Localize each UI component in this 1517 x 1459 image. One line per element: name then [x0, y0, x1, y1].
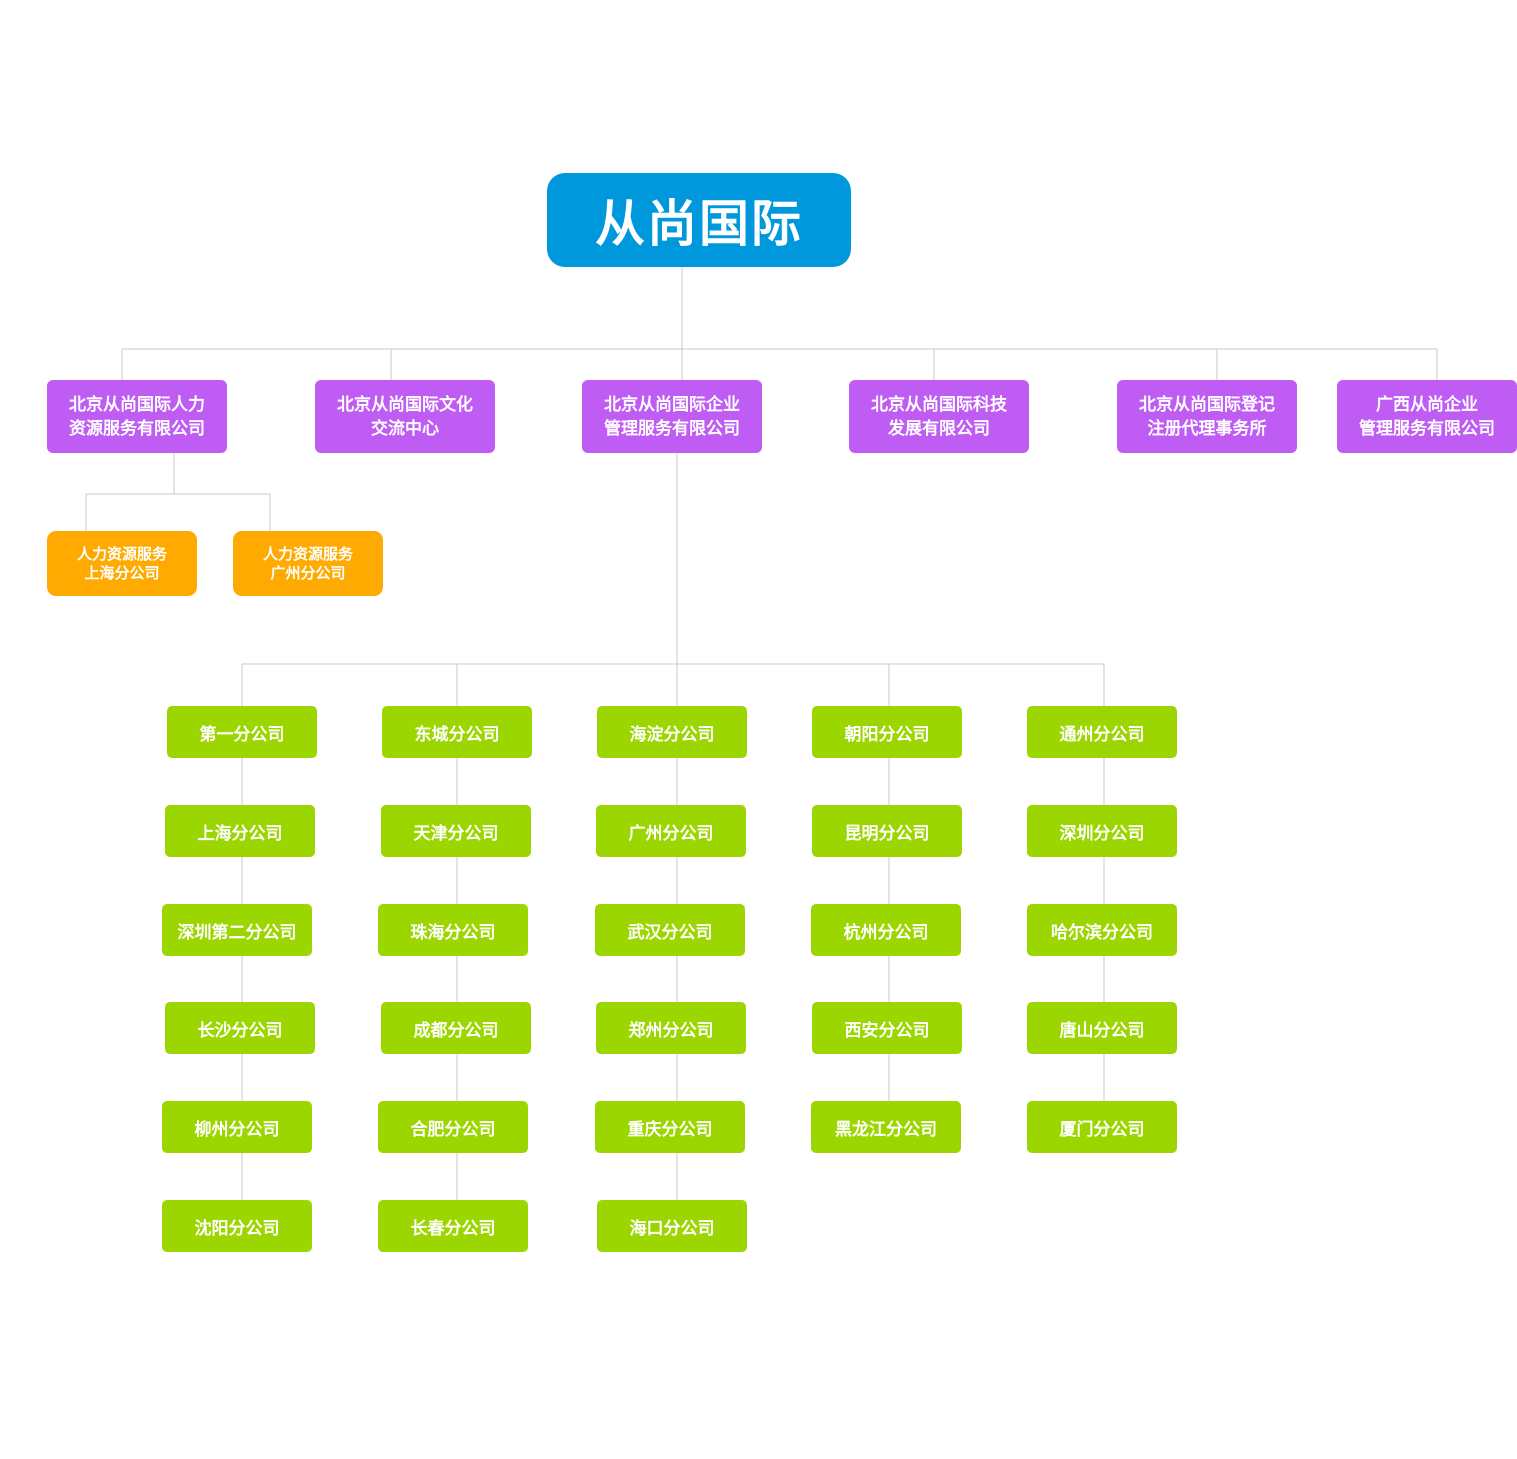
branch-node[interactable]: 沈阳分公司 [162, 1200, 312, 1252]
branch-label: 黑龙江分公司 [835, 1119, 937, 1140]
branch-label: 天津分公司 [413, 823, 499, 844]
branch-node[interactable]: 合肥分公司 [378, 1101, 528, 1153]
branch-label: 柳州分公司 [194, 1119, 280, 1140]
branch-node[interactable]: 上海分公司 [165, 805, 315, 857]
branch-label: 哈尔滨分公司 [1051, 922, 1153, 943]
root-node[interactable]: 从尚国际 [547, 173, 851, 267]
branch-label: 深圳第二分公司 [177, 922, 297, 943]
hr-branch-label: 人力资源服务 上海分公司 [76, 544, 167, 582]
branch-label: 深圳分公司 [1059, 823, 1145, 844]
level1-node-culture[interactable]: 北京从尚国际文化 交流中心 [315, 380, 495, 453]
branch-label: 武汉分公司 [627, 922, 713, 943]
branch-label: 长春分公司 [410, 1218, 496, 1239]
branch-node[interactable]: 珠海分公司 [378, 904, 528, 956]
level1-label: 广西从尚企业 管理服务有限公司 [1359, 394, 1495, 439]
hr-branch-node-shanghai[interactable]: 人力资源服务 上海分公司 [47, 531, 197, 596]
branch-node[interactable]: 东城分公司 [382, 706, 532, 758]
branch-node[interactable]: 天津分公司 [381, 805, 531, 857]
branch-label: 长沙分公司 [197, 1020, 283, 1041]
branch-label: 唐山分公司 [1059, 1020, 1145, 1041]
branch-label: 珠海分公司 [410, 922, 496, 943]
branch-label: 重庆分公司 [627, 1119, 713, 1140]
branch-label: 广州分公司 [628, 823, 714, 844]
branch-node[interactable]: 长春分公司 [378, 1200, 528, 1252]
hr-branch-node-guangzhou[interactable]: 人力资源服务 广州分公司 [233, 531, 383, 596]
branch-node[interactable]: 唐山分公司 [1027, 1002, 1177, 1054]
branch-label: 第一分公司 [199, 724, 285, 745]
branch-node[interactable]: 成都分公司 [381, 1002, 531, 1054]
branch-node[interactable]: 杭州分公司 [811, 904, 961, 956]
branch-node[interactable]: 西安分公司 [812, 1002, 962, 1054]
branch-label: 成都分公司 [413, 1020, 499, 1041]
branch-node[interactable]: 郑州分公司 [596, 1002, 746, 1054]
level1-label: 北京从尚国际科技 发展有限公司 [871, 394, 1007, 439]
branch-node[interactable]: 昆明分公司 [812, 805, 962, 857]
branch-node[interactable]: 长沙分公司 [165, 1002, 315, 1054]
branch-node[interactable]: 深圳第二分公司 [162, 904, 312, 956]
branch-label: 郑州分公司 [628, 1020, 714, 1041]
level1-label: 北京从尚国际人力 资源服务有限公司 [69, 394, 205, 439]
branch-label: 沈阳分公司 [194, 1218, 280, 1239]
branch-node[interactable]: 武汉分公司 [595, 904, 745, 956]
branch-node[interactable]: 柳州分公司 [162, 1101, 312, 1153]
branch-node[interactable]: 哈尔滨分公司 [1027, 904, 1177, 956]
level1-node-hr[interactable]: 北京从尚国际人力 资源服务有限公司 [47, 380, 227, 453]
branch-label: 海淀分公司 [629, 724, 715, 745]
branch-label: 合肥分公司 [410, 1119, 496, 1140]
branch-node[interactable]: 厦门分公司 [1027, 1101, 1177, 1153]
level1-label: 北京从尚国际文化 交流中心 [337, 394, 473, 439]
branch-label: 海口分公司 [629, 1218, 715, 1239]
root-label: 从尚国际 [595, 195, 803, 253]
branch-label: 昆明分公司 [844, 823, 930, 844]
branch-node[interactable]: 第一分公司 [167, 706, 317, 758]
hr-branch-label: 人力资源服务 广州分公司 [262, 544, 353, 582]
branch-label: 西安分公司 [844, 1020, 930, 1041]
level1-label: 北京从尚国际登记 注册代理事务所 [1139, 394, 1275, 439]
branch-label: 杭州分公司 [843, 922, 929, 943]
level1-node-guangxi[interactable]: 广西从尚企业 管理服务有限公司 [1337, 380, 1517, 453]
level1-node-technology[interactable]: 北京从尚国际科技 发展有限公司 [849, 380, 1029, 453]
level1-node-management[interactable]: 北京从尚国际企业 管理服务有限公司 [582, 380, 762, 453]
branch-label: 上海分公司 [197, 823, 283, 844]
branch-node[interactable]: 海淀分公司 [597, 706, 747, 758]
branch-label: 朝阳分公司 [844, 724, 930, 745]
branch-node[interactable]: 海口分公司 [597, 1200, 747, 1252]
branch-label: 通州分公司 [1059, 724, 1145, 745]
branch-node[interactable]: 通州分公司 [1027, 706, 1177, 758]
level1-label: 北京从尚国际企业 管理服务有限公司 [604, 394, 740, 439]
branch-node[interactable]: 深圳分公司 [1027, 805, 1177, 857]
branch-node[interactable]: 广州分公司 [596, 805, 746, 857]
branch-label: 厦门分公司 [1059, 1119, 1145, 1140]
branch-node[interactable]: 黑龙江分公司 [811, 1101, 961, 1153]
branch-node[interactable]: 朝阳分公司 [812, 706, 962, 758]
level1-node-registration[interactable]: 北京从尚国际登记 注册代理事务所 [1117, 380, 1297, 453]
branch-node[interactable]: 重庆分公司 [595, 1101, 745, 1153]
branch-label: 东城分公司 [414, 724, 500, 745]
